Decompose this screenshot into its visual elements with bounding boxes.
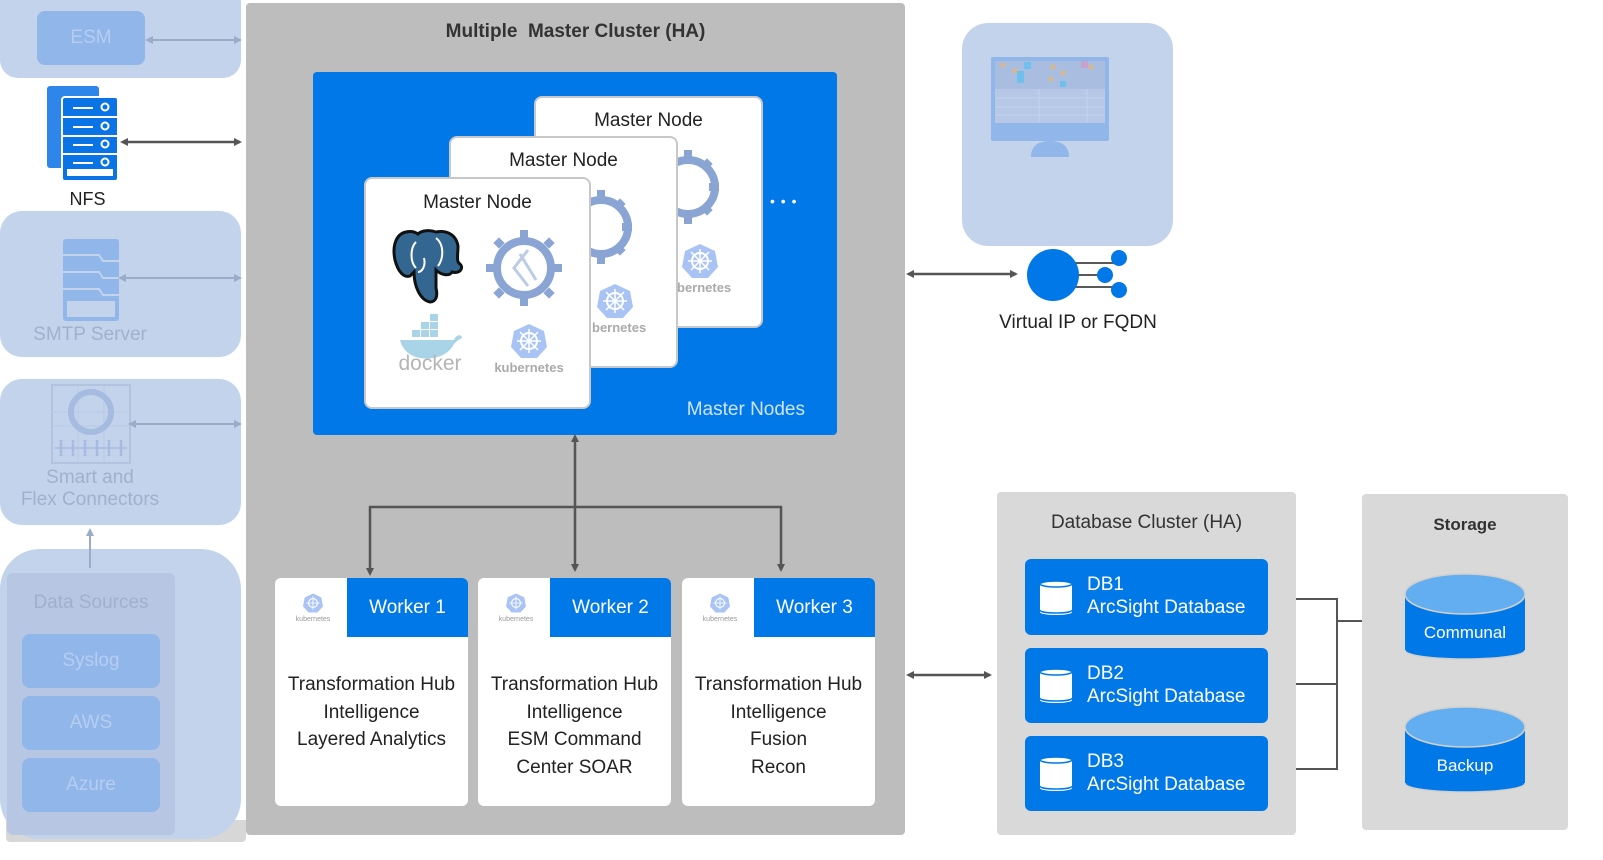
storage-title: Storage [1433, 515, 1497, 534]
worker-2-card[interactable]: kubernetes Worker 2 Transformation Hub I… [478, 578, 671, 806]
worker-3-header: Worker 3 [754, 578, 875, 637]
nfs-label: NFS [69, 189, 106, 209]
smtp-label: SMTP Server [33, 324, 147, 345]
communal-label: Communal [1423, 623, 1507, 642]
postgresql-elephant-icon [392, 229, 464, 304]
connectors-label: Smart and Flex Connectors [0, 467, 180, 511]
helm-wheel-icon [486, 230, 562, 306]
worker-1-header: Worker 1 [347, 578, 468, 637]
database-icon [1039, 668, 1073, 703]
database-cluster-title: Database Cluster (HA) [1050, 512, 1243, 533]
worker-2-k8s-logo: kubernetes [478, 578, 551, 637]
connectors-label-line2: Flex Connectors [20, 489, 160, 510]
communal-storage-cylinder[interactable] [1404, 572, 1526, 672]
virtual-ip-icon [1027, 249, 1127, 301]
smtp-panel [0, 211, 241, 357]
kubernetes-icon [511, 324, 547, 358]
service-item: Transformation Hub [287, 674, 456, 695]
master-node-2-title: Master Node [509, 150, 618, 171]
smtp-server-icon [63, 239, 119, 321]
data-source-aws[interactable]: AWS [22, 696, 160, 750]
kubernetes-icon [506, 593, 526, 613]
db3-name: ArcSight Database [1087, 774, 1246, 795]
kubernetes-icon [710, 593, 730, 613]
master-node-1-title: Master Node [423, 192, 532, 213]
service-item: Fusion [749, 729, 808, 750]
connectors-label-line1: Smart and [46, 467, 134, 488]
kubernetes-label: kubernetes [498, 616, 534, 623]
kubernetes-label: kubernetes [702, 616, 738, 623]
kubernetes-partial-label: bernetes [677, 280, 732, 295]
worker-1-card[interactable]: kubernetes Worker 1 Transformation Hub I… [275, 578, 468, 806]
db3-id: DB3 [1087, 751, 1124, 772]
database-icon [1039, 756, 1073, 791]
db2-box[interactable]: DB2 ArcSight Database [1025, 648, 1268, 723]
more-nodes-ellipsis: • • • [770, 193, 798, 209]
database-icon [1039, 580, 1073, 615]
service-item: Intelligence [526, 701, 623, 723]
aws-label: AWS [69, 712, 113, 733]
master-node-3-title: Master Node [594, 110, 703, 131]
service-item: ESM Command [507, 729, 642, 750]
virtual-ip-label: Virtual IP or FQDN [999, 312, 1157, 333]
kubernetes-icon [597, 284, 633, 318]
worker-1-services: Transformation Hub Intelligence Layered … [275, 671, 468, 754]
db1-name: ArcSight Database [1087, 597, 1246, 618]
worker-3-card[interactable]: kubernetes Worker 3 Transformation Hub I… [682, 578, 875, 806]
docker-label: docker [398, 352, 462, 375]
monitor-icon [991, 57, 1109, 157]
data-sources-title: Data Sources [33, 592, 149, 613]
db3-box[interactable]: DB3 ArcSight Database [1025, 736, 1268, 811]
worker-2-services: Transformation Hub Intelligence ESM Comm… [478, 671, 671, 781]
db2-id: DB2 [1087, 663, 1124, 684]
db1-id: DB1 [1087, 574, 1124, 595]
worker-1-k8s-logo: kubernetes [275, 578, 348, 637]
master-cluster-title: Multiple Master Cluster (HA) [445, 21, 706, 42]
nfs-server-icon [47, 86, 119, 182]
docker-whale-icon [400, 314, 462, 359]
kubernetes-label: kubernetes [295, 616, 331, 623]
kubernetes-label: kubernetes [494, 360, 564, 375]
service-item: Transformation Hub [694, 674, 863, 695]
service-item: Transformation Hub [490, 674, 659, 695]
esm-label: ESM [70, 27, 112, 48]
service-item: Center SOAR [516, 756, 633, 778]
esm-box[interactable]: ESM [37, 11, 145, 65]
service-item: Recon [751, 756, 806, 778]
data-source-syslog[interactable]: Syslog [22, 634, 160, 688]
backup-storage-cylinder[interactable] [1404, 705, 1526, 805]
data-source-azure[interactable]: Azure [22, 758, 160, 812]
master-nodes-label: Master Nodes [686, 399, 805, 420]
syslog-label: Syslog [62, 650, 120, 671]
backup-label: Backup [1436, 756, 1494, 775]
kubernetes-icon [303, 593, 323, 613]
service-item: Intelligence [730, 701, 827, 723]
db2-name: ArcSight Database [1087, 686, 1246, 707]
azure-label: Azure [66, 774, 116, 795]
service-item: Layered Analytics [297, 729, 446, 750]
kubernetes-icon [682, 244, 718, 278]
db1-box[interactable]: DB1 ArcSight Database [1025, 559, 1268, 635]
service-item: Intelligence [323, 701, 420, 723]
worker-3-services: Transformation Hub Intelligence Fusion R… [682, 671, 875, 781]
worker-3-k8s-logo: kubernetes [682, 578, 755, 637]
worker-2-header: Worker 2 [550, 578, 671, 637]
kubernetes-partial-label: bernetes [592, 320, 647, 335]
